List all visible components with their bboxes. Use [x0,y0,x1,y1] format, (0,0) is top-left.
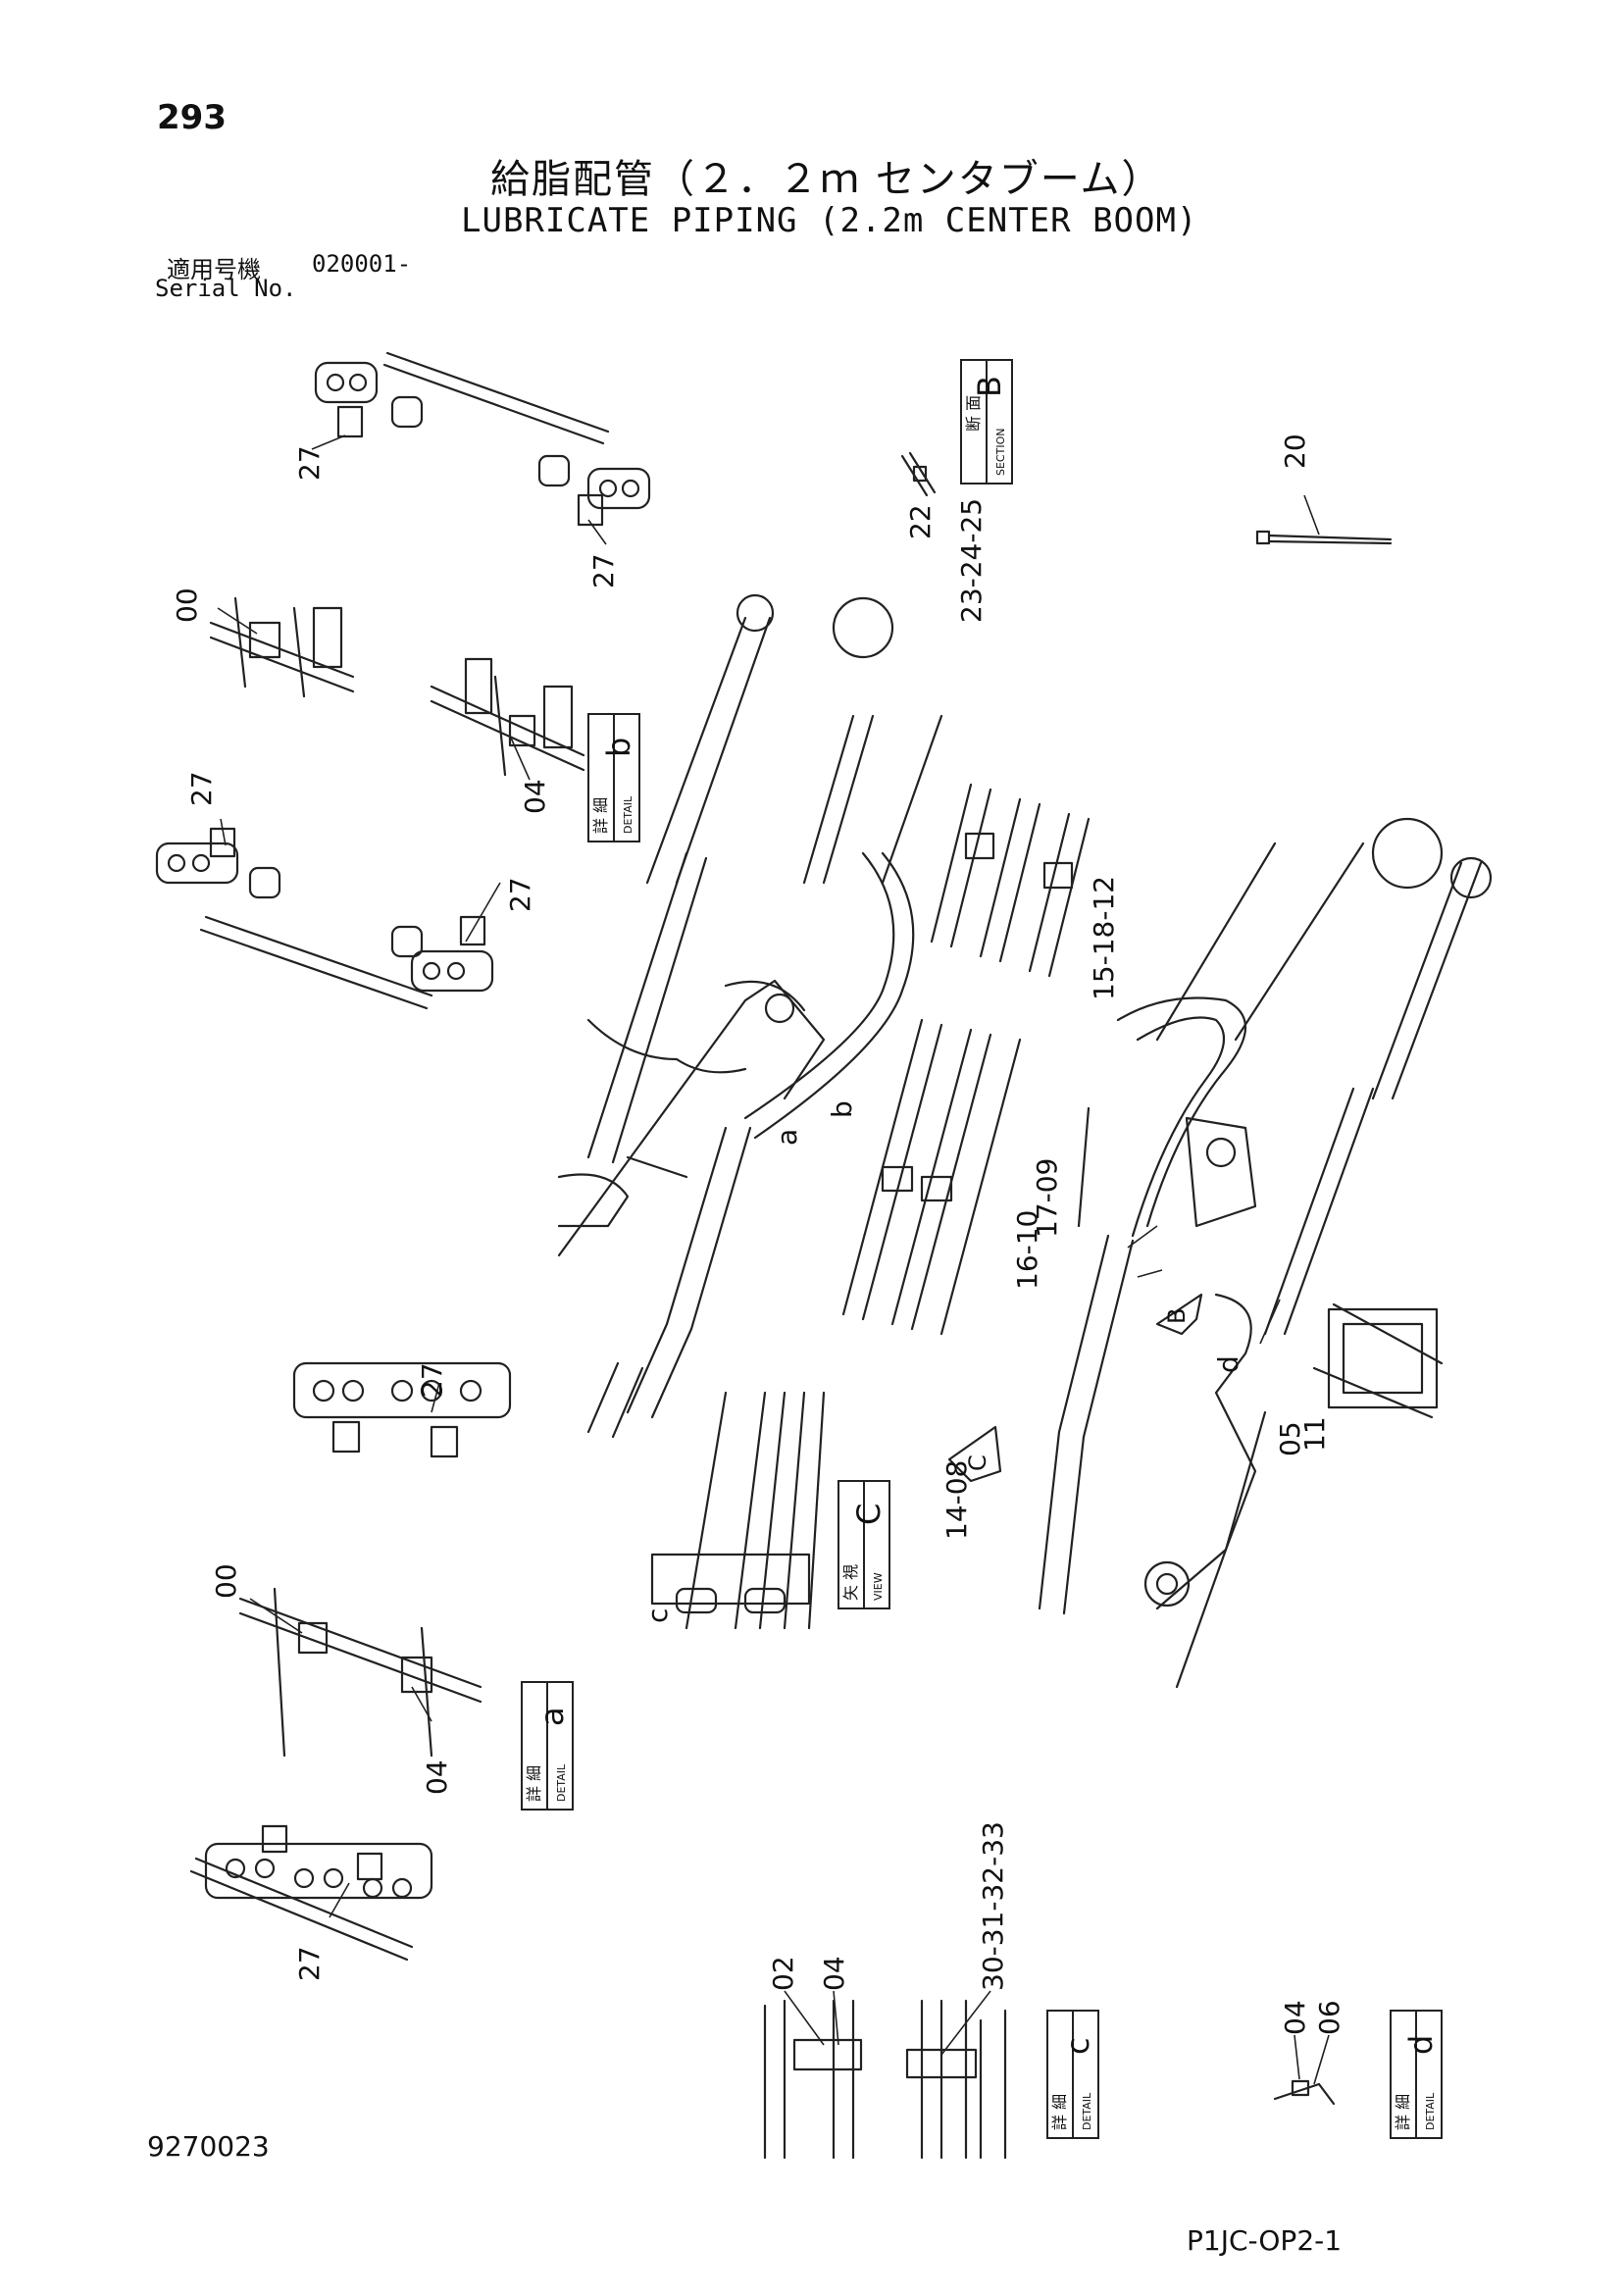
clamp-bar-lower-left [292,1361,512,1458]
view-c-letter: C [850,1504,888,1525]
part-label: 27 [416,1362,448,1398]
detail-letter-b: b [826,1100,858,1118]
detail-c-jp: 詳 細 [1050,2094,1069,2130]
clamp-bar-top-left [314,351,651,527]
section-b-en: SECTION [994,429,1007,476]
part-label: 04 [519,779,551,814]
document-id: 9270023 [147,2130,270,2163]
serial-number-value: 020001- [312,250,412,278]
view-arrow-c-letter: C [964,1454,991,1471]
detail-c-en: DETAIL [1081,2092,1093,2130]
part-label: 27 [587,553,620,588]
part-label: 27 [185,771,218,806]
section-b-part [900,451,937,497]
part-label: 06 [1313,2000,1345,2035]
detail-d-assembly [1312,1302,1444,1419]
serial-label-english: Serial No. [155,275,297,302]
boom-right [1038,817,1493,1689]
boom-left [557,593,943,1439]
part-label: 20 [1279,434,1311,469]
detail-b-letter: b [600,738,637,757]
part-label: 04 [421,1760,453,1795]
section-b-jp: 断 面 [964,395,983,432]
serial-label-japanese: 適用号機 [167,256,261,283]
section-b-letter: B [971,376,1008,397]
part-label: 27 [504,877,536,912]
part-label: 15-18-12 [1088,876,1120,1000]
detail-c-parts [763,1999,1007,2160]
hose-group-middle [841,1018,1022,1336]
hose-group-upper [930,783,1091,978]
detail-a-jp: 詳 細 [525,1765,543,1802]
part-label: 04 [1279,2000,1311,2035]
clamp-bar-middle-left [155,827,494,1010]
view-arrow-b-letter: B [1163,1308,1191,1324]
detail-letter-c: c [641,1608,674,1623]
detail-a-parts [238,1587,482,1758]
detail-d-jp: 詳 細 [1394,2094,1412,2130]
part-label: 27 [293,445,326,481]
detail-a-letter: a [533,1707,571,1726]
page-title-japanese: 給脂配管（２．２ｍ センタブーム） [490,157,1163,202]
page-title-english: LUBRICATE PIPING (2.2m CENTER BOOM) [461,201,1198,240]
part-label: 30-31-32-33 [977,1821,1009,1991]
detail-b-en: DETAIL [622,795,634,834]
part-label: 00 [171,587,203,623]
detail-b-parts [430,657,585,777]
detail-d-fitting [1273,2079,1336,2106]
view-c-assembly [650,1391,826,1630]
view-c-jp: 矢 視 [841,1564,860,1601]
part-label: 02 [767,1956,799,1991]
part-label: 04 [818,1956,850,1991]
cable-tie-part-20 [1255,530,1393,545]
part-label: 05 [1274,1421,1306,1456]
part-label: 23-24-25 [955,498,988,623]
part-label: 27 [293,1946,326,1981]
detail-letter-d: d [1212,1355,1244,1373]
part-label: 11 [1298,1416,1331,1452]
detail-b-jp: 詳 細 [591,797,610,834]
part-label: 22 [904,504,937,539]
part-label: 14-08 [940,1460,973,1540]
detail-00-upper [209,596,355,698]
detail-c-letter: c [1059,2037,1096,2055]
page-number: 293 [157,98,227,137]
sheet-code: P1JC-OP2-1 [1187,2224,1343,2257]
detail-letter-a: a [771,1129,803,1146]
part-label: 16-10 [1011,1210,1043,1290]
view-c-en: VIEW [872,1572,885,1601]
part-label: 00 [210,1563,242,1599]
part-label: 17-09 [1031,1158,1063,1238]
detail-a-en: DETAIL [555,1763,568,1802]
detail-d-en: DETAIL [1424,2092,1437,2130]
detail-d-letter: d [1402,2035,1440,2055]
view-arrow-c [947,1425,1002,1483]
clamp-bar-bottom-left [189,1824,433,1962]
view-arrow-b [1155,1293,1203,1336]
